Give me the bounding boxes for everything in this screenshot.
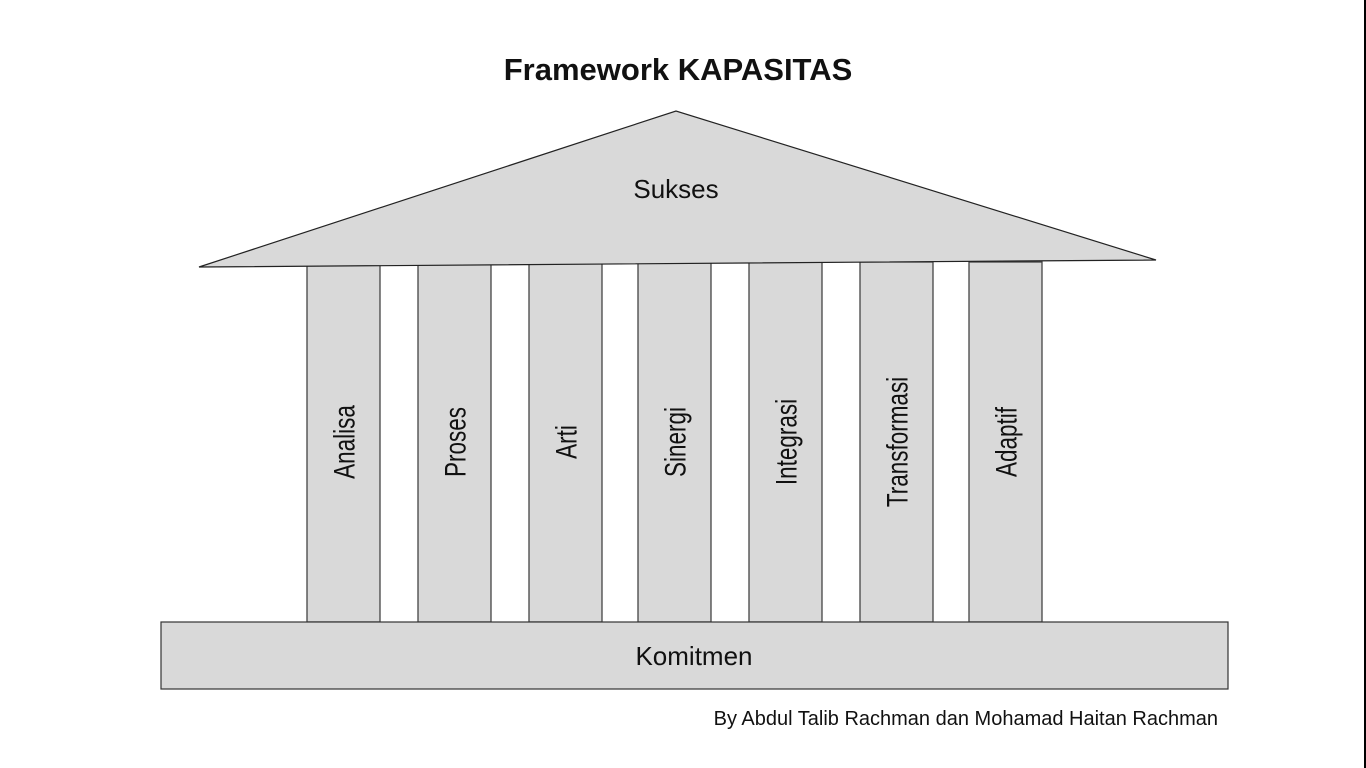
roof-label: Sukses (633, 174, 718, 204)
pillar-label: Arti (549, 425, 583, 459)
pillar-label: Analisa (327, 405, 361, 479)
pillar-label: Proses (438, 407, 472, 477)
base-komitmen (160, 621, 1229, 690)
pillar-label: Sinergi (658, 407, 692, 477)
pillar-label: Adaptif (989, 406, 1023, 477)
roof-sukses (198, 110, 1157, 268)
right-edge-border (1364, 0, 1366, 768)
author-credit: By Abdul Talib Rachman dan Mohamad Haita… (714, 708, 1218, 730)
base-label: Komitmen (635, 641, 752, 671)
pillar-analisa (306, 261, 381, 623)
pillar-transformasi (859, 261, 934, 623)
pillar-proses (417, 261, 492, 623)
pillar-label: Integrasi (769, 399, 803, 485)
pillar-integrasi (748, 261, 823, 623)
diagram-title: Framework KAPASITAS (504, 52, 853, 87)
pillar-sinergi (637, 261, 712, 623)
pillar-label: Transformasi (880, 377, 914, 507)
